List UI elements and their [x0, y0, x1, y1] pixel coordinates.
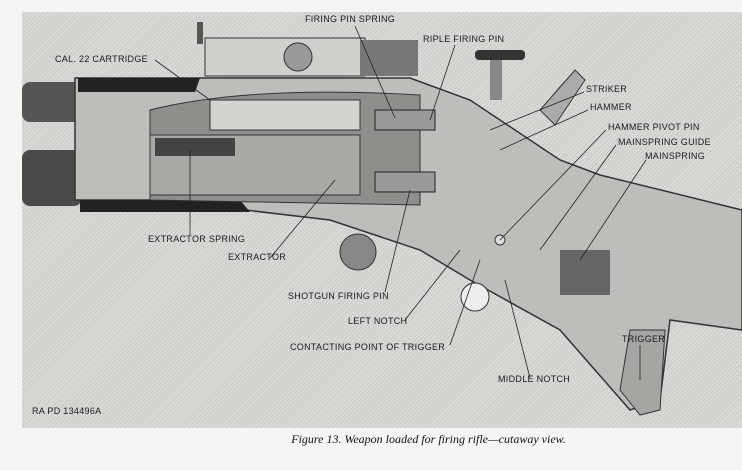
pivot-hole — [460, 282, 490, 312]
front-post — [197, 22, 203, 44]
trigger-part — [619, 329, 666, 416]
label-mainspring-guide: MAINSPRING GUIDE — [618, 137, 711, 147]
extractor-spring-coil — [155, 138, 235, 156]
takedown-knob — [339, 233, 377, 271]
label-trigger: TRIGGER — [622, 334, 666, 344]
mainspring-coil — [560, 250, 610, 295]
hammer-stem — [490, 60, 502, 100]
label-extractor: EXTRACTOR — [228, 252, 287, 262]
label-rifle-firing-pin: RIPLE FIRING PIN — [423, 34, 505, 44]
cal-22-cartridge — [209, 99, 361, 131]
sight-screw — [283, 42, 313, 72]
plate-code: RA PD 134496A — [32, 406, 102, 416]
rifle-firing-pin-part — [374, 109, 436, 131]
label-mainspring: MAINSPRING — [645, 151, 706, 161]
sight-knurl — [360, 40, 418, 76]
figure-caption: Figure 13. Weapon loaded for firing rifl… — [291, 432, 566, 446]
label-left-notch: LEFT NOTCH — [348, 316, 408, 326]
leader-lines — [154, 25, 647, 380]
label-striker: STRIKER — [586, 84, 628, 94]
label-hammer-pivot-pin: HAMMER PIVOT PIN — [608, 122, 700, 132]
label-middle-notch: MIDDLE NOTCH — [498, 374, 571, 384]
hammer-spur-knob — [475, 50, 525, 60]
label-cal-22-cartridge: CAL. 22 CARTRIDGE — [55, 54, 148, 64]
label-contacting-point: CONTACTING POINT OF TRIGGER — [290, 342, 446, 352]
lower-rib — [80, 200, 250, 212]
shotgun-barrel — [22, 150, 82, 206]
label-shotgun-firing-pin: SHOTGUN FIRING PIN — [288, 291, 389, 301]
top-rib — [78, 78, 200, 92]
hammer-spur — [539, 69, 586, 126]
label-extractor-spring: EXTRACTOR SPRING — [148, 234, 246, 244]
rifle-barrel — [22, 82, 82, 122]
label-firing-pin-spring: FIRING PIN SPRING — [305, 14, 396, 24]
label-hammer: HAMMER — [590, 102, 632, 112]
shotgun-firing-pin-part — [374, 171, 436, 193]
